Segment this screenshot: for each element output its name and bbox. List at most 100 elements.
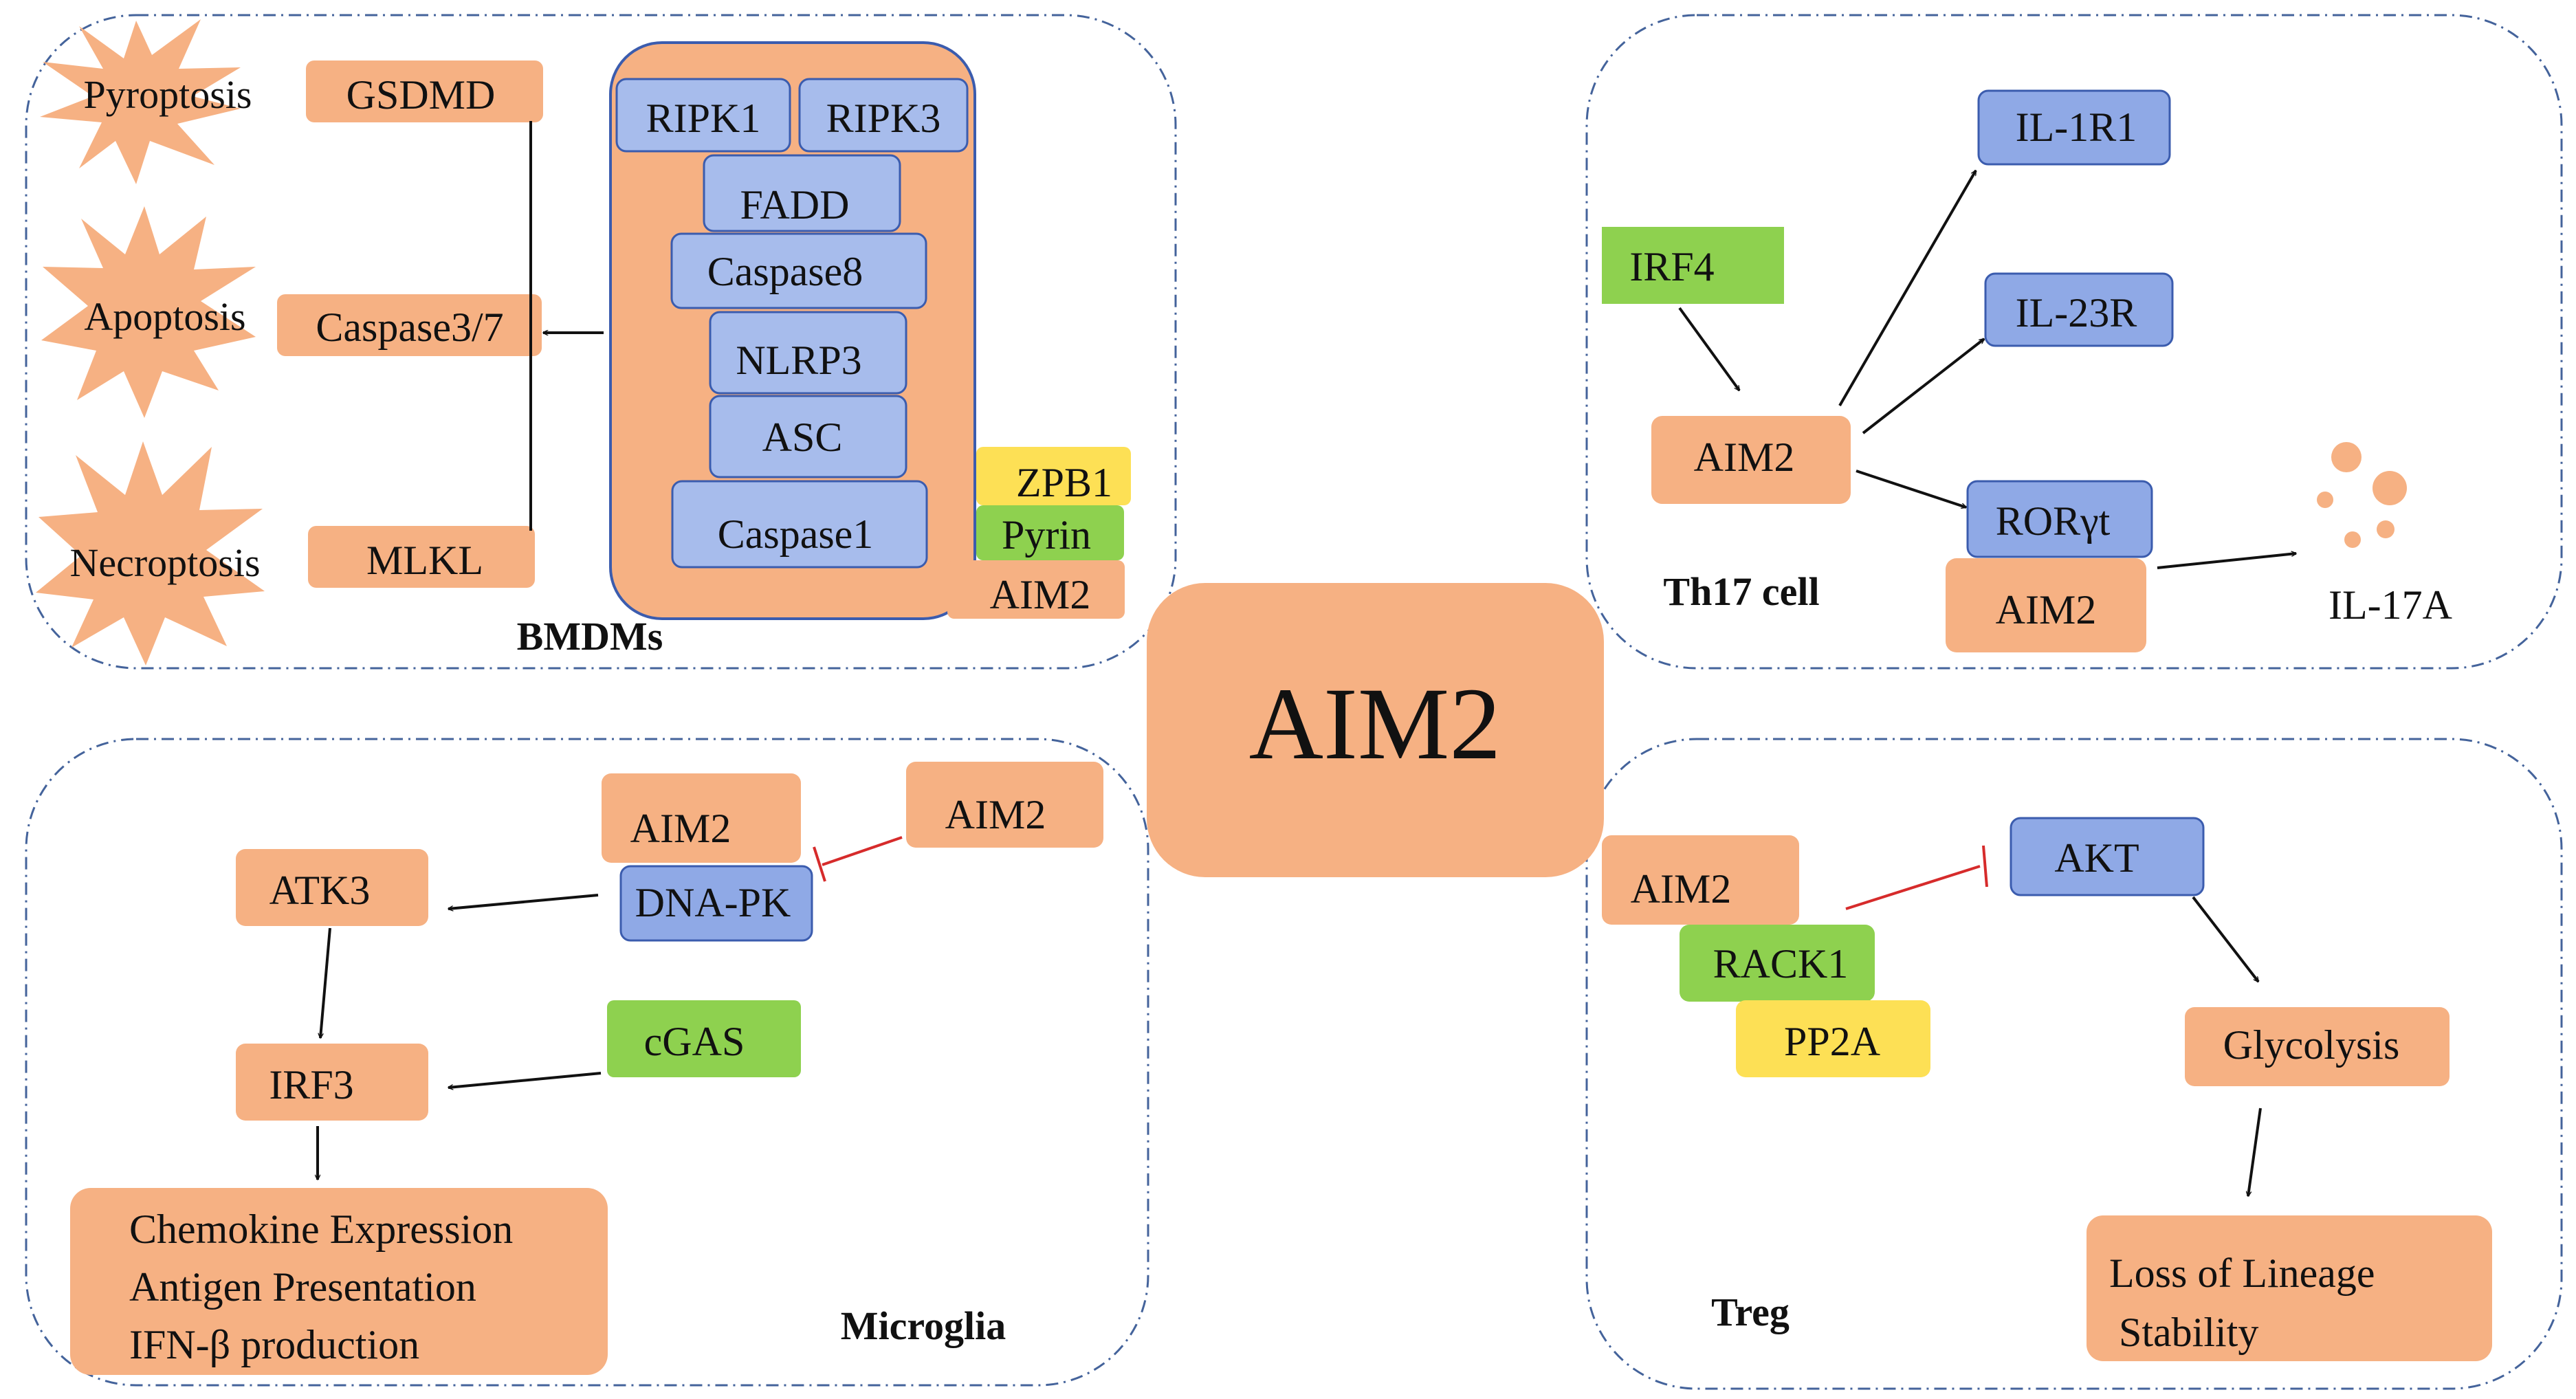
th17-il23r-box: [1984, 272, 2174, 347]
complex-asc-box: [709, 395, 907, 478]
th17-rorgt: RORγt: [1996, 498, 2111, 544]
aim2-inhibits-dnapk-bar: [813, 846, 826, 882]
th17-aim2-box: [1651, 416, 1851, 504]
microglia-aim2-right: AIM2: [945, 792, 1046, 837]
complex-nlrp3-box: [709, 311, 907, 395]
effector-mlkl-box: [308, 526, 535, 588]
treg-pp2a-box: [1736, 1000, 1930, 1077]
sensor-aim2-box: [947, 560, 1125, 619]
microglia-dnapk-box: [619, 865, 813, 942]
atk3-to-irf3-arrow: [320, 927, 331, 1038]
pyroptosis-burst: [40, 19, 241, 184]
treg-akt-box: [2010, 817, 2205, 896]
complex-asc: ASC: [762, 415, 843, 460]
microglia-outputs-box: [70, 1188, 608, 1375]
treg-outcome-box: [2087, 1215, 2492, 1361]
panel-microglia: [25, 738, 1149, 1387]
microglia-cgas: cGAS: [644, 1019, 745, 1064]
microglia-atk3: ATK3: [269, 868, 371, 913]
cgas-to-irf3-arrow: [448, 1072, 602, 1088]
complex-fadd-box: [703, 154, 901, 232]
treg-rack1: RACK1: [1713, 941, 1849, 987]
effector-caspase37: Caspase3/7: [316, 305, 503, 350]
microglia-title: Microglia: [841, 1303, 1006, 1348]
rorgt-to-il17a-arrow: [2157, 553, 2296, 569]
il17a-particle: [2377, 520, 2395, 538]
complex-caspase8-box: [670, 232, 927, 309]
il17a-particle: [2317, 492, 2333, 508]
th17-rorgt-box: [1966, 480, 2153, 558]
microglia-irf3-box: [236, 1044, 428, 1121]
microglia-aim2-left: AIM2: [630, 806, 731, 851]
microglia-irf3: IRF3: [269, 1062, 353, 1108]
complex-ripk3: RIPK3: [826, 96, 941, 141]
complex-ripk1-box: [615, 78, 791, 153]
il17a-particle: [2331, 442, 2362, 472]
complex-caspase8: Caspase8: [707, 249, 863, 294]
il17a-particle: [2373, 471, 2407, 505]
th17-irf4: IRF4: [1629, 244, 1714, 289]
th17-output-il17a: IL-17A: [2329, 582, 2452, 628]
panel-bmdms: [25, 14, 1177, 670]
microglia-output-chemokine: Chemokine Expression: [129, 1207, 513, 1252]
effector-caspase37-box: [277, 294, 542, 356]
th17-aim2-lower-box: [1946, 558, 2146, 652]
il17a-particle: [2344, 531, 2361, 548]
bmdms-title: BMDMs: [517, 614, 663, 659]
sensor-zpb1: ZPB1: [1016, 460, 1112, 505]
sensor-zpb1-box: [976, 447, 1131, 505]
aim2-inhibits-akt-bar: [1982, 845, 1988, 888]
akt-to-glycolysis-arrow: [2192, 896, 2260, 982]
treg-akt: AKT: [2054, 835, 2139, 881]
th17-irf4-box: [1602, 227, 1784, 304]
aim2-inhibits-dnapk: [822, 836, 903, 866]
th17-il23r: IL-23R: [2016, 290, 2137, 335]
aim2-to-il1r1-arrow: [1838, 170, 1977, 407]
death-mode-pyroptosis: Pyroptosis: [84, 72, 252, 117]
treg-rack1-box: [1680, 925, 1875, 1002]
th17-il1r1-box: [1977, 89, 2171, 166]
microglia-output-ifnb: IFN-β production: [129, 1322, 419, 1367]
treg-glycolysis-box: [2185, 1007, 2450, 1086]
treg-outcome-line1: Loss of Lineage: [2109, 1251, 2375, 1296]
dnapk-to-atk3-arrow: [448, 894, 599, 909]
irf4-to-aim2-arrow: [1678, 307, 1741, 390]
microglia-aim2-right-box: [906, 762, 1103, 848]
effector-gsdmd-box: [306, 60, 543, 122]
effector-mlkl: MLKL: [366, 538, 483, 583]
glycolysis-to-outcome-arrow: [2248, 1108, 2262, 1196]
th17-il1r1: IL-1R1: [2016, 104, 2137, 150]
sensor-pyrin: Pyrin: [1002, 512, 1091, 558]
aim2-inhibits-akt: [1845, 865, 1981, 910]
treg-aim2-box: [1602, 835, 1799, 925]
th17-aim2-upper: AIM2: [1694, 434, 1795, 480]
th17-title: Th17 cell: [1663, 569, 1819, 614]
effector-gsdmd: GSDMD: [346, 72, 496, 118]
sensor-aim2: AIM2: [990, 572, 1091, 617]
death-mode-apoptosis: Apoptosis: [84, 294, 245, 339]
complex-caspase1-box: [671, 480, 928, 569]
microglia-output-antigen: Antigen Presentation: [129, 1264, 476, 1310]
treg-aim2: AIM2: [1631, 866, 1732, 912]
complex-caspase1: Caspase1: [718, 511, 874, 557]
center-node: [1147, 583, 1604, 877]
microglia-aim2-left-box: [602, 773, 801, 863]
aim2-to-il23r-arrow: [1862, 338, 1984, 434]
th17-aim2-lower: AIM2: [1996, 587, 2097, 632]
panel-treg: [1585, 738, 2563, 1390]
complex-ripk3-box: [798, 78, 969, 153]
death-mode-necroptosis: Necroptosis: [69, 540, 260, 585]
sensor-pyrin-box: [976, 505, 1124, 560]
center-label: AIM2: [1249, 667, 1501, 781]
treg-pp2a: PP2A: [1784, 1019, 1880, 1064]
treg-outcome-line2: Stability: [2119, 1310, 2258, 1355]
microglia-atk3-box: [236, 849, 428, 926]
complex-nlrp3: NLRP3: [736, 338, 861, 383]
panel-th17: [1585, 14, 2563, 670]
necroptosis-burst: [36, 441, 265, 665]
complex-ripk1: RIPK1: [646, 96, 761, 141]
complex-fadd: FADD: [740, 182, 850, 228]
apoptosis-burst: [41, 206, 256, 418]
